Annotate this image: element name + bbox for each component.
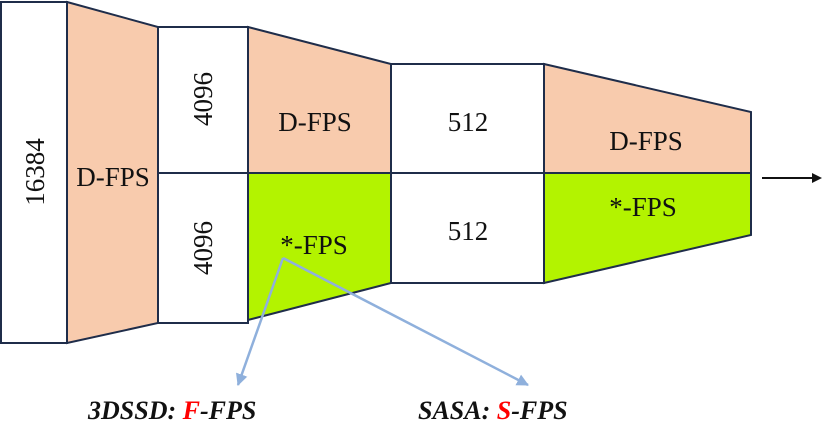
caption-3dssd-highlight: F — [182, 396, 200, 425]
caption-sasa-suffix: -FPS — [511, 396, 568, 425]
points-box-4096-bottom — [157, 172, 249, 324]
star-fps-label-stage2: *-FPS — [280, 230, 348, 260]
caption-sasa: SASA: S-FPS — [418, 396, 568, 426]
star-fps-trapezoid-stage3 — [543, 172, 752, 285]
caption-sasa-prefix: SASA: — [418, 396, 497, 425]
caption-3dssd-suffix: -FPS — [199, 396, 257, 425]
points-label-512-bottom: 512 — [448, 216, 489, 246]
caption-3dssd-prefix: 3DSSD: — [88, 396, 183, 425]
points-box-16384 — [0, 1, 68, 344]
pointer-arrow-3dssd — [236, 257, 285, 386]
dfps-label-stage1: D-FPS — [76, 162, 150, 192]
caption-3dssd: 3DSSD: F-FPS — [88, 396, 256, 426]
dfps-label-stage3: D-FPS — [609, 126, 683, 156]
points-label-4096-bottom: 4096 — [188, 221, 218, 275]
star-fps-label-stage3: *-FPS — [609, 192, 677, 222]
pointer-arrow-sasa — [282, 256, 529, 387]
points-label-512-top: 512 — [448, 107, 489, 137]
points-box-512-bottom — [390, 172, 545, 284]
caption-sasa-highlight: S — [496, 396, 512, 425]
dfps-trapezoid-stage2 — [247, 25, 392, 174]
dfps-label-stage2: D-FPS — [278, 107, 352, 137]
points-label-16384: 16384 — [20, 138, 50, 206]
points-label-4096-top: 4096 — [188, 72, 218, 126]
dfps-trapezoid-stage3 — [543, 62, 752, 174]
